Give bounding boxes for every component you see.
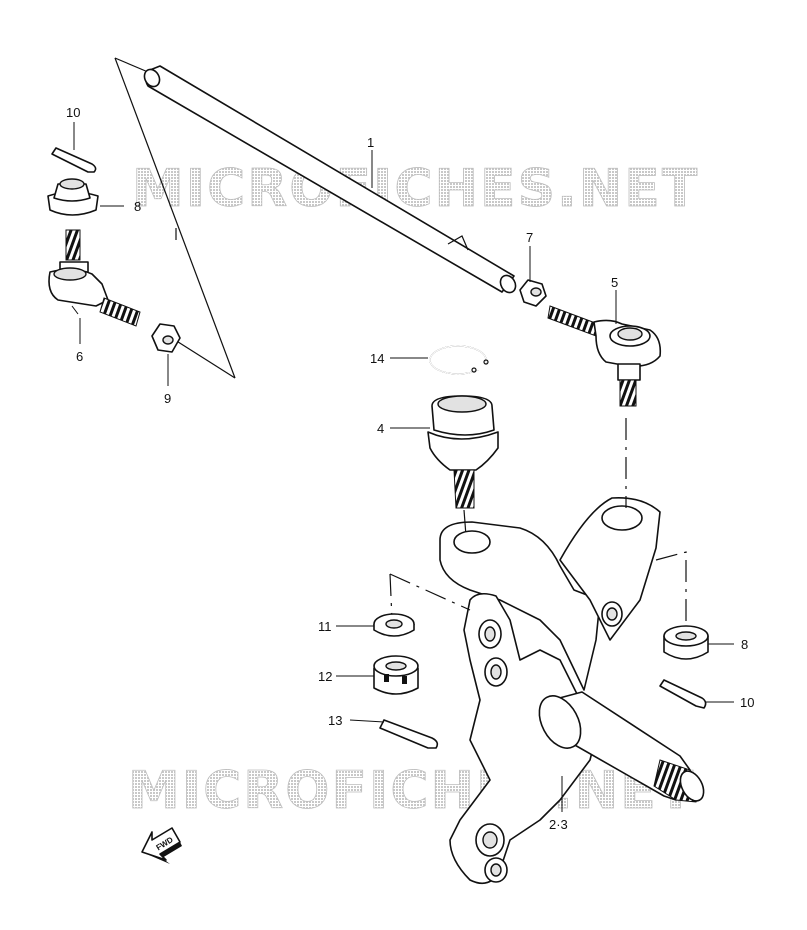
watermark-bottom: MICROFICHES.NET	[128, 761, 695, 821]
callout-5: 5	[611, 275, 618, 290]
tie-rod-end-5	[547, 305, 662, 407]
callout-11: 11	[318, 619, 332, 634]
callout-6: 6	[76, 349, 83, 364]
callout-4: 4	[377, 421, 384, 436]
cotter-pin-10-left	[51, 147, 97, 173]
callout-13: 13	[328, 713, 342, 728]
callout-7: 7	[526, 230, 533, 245]
callout-14: 14	[370, 351, 384, 366]
callout-10-left: 10	[66, 105, 80, 120]
cotter-pin-10-right	[659, 679, 707, 709]
fwd-arrow: FWD	[141, 827, 182, 864]
watermark-top: MICROFICHES.NET	[132, 159, 699, 219]
nut-9	[151, 323, 181, 353]
snap-ring-14	[429, 345, 489, 375]
callout-9: 9	[164, 391, 171, 406]
assembly-bracket	[114, 57, 236, 379]
castle-nut-12	[373, 655, 419, 695]
steering-knuckle-2-3	[439, 496, 705, 885]
callout-8-right: 8	[741, 637, 748, 652]
callout-labels: 1 2·3 4 5 6 7 8 8 9 10 10 11 12 13 14	[66, 105, 754, 832]
cotter-pin-13	[379, 719, 439, 749]
callout-10-right: 10	[740, 695, 754, 710]
callout-12: 12	[318, 669, 332, 684]
tie-rod-end-6	[48, 229, 141, 327]
callout-8-left: 8	[134, 199, 141, 214]
washer-11	[373, 613, 415, 637]
ball-joint-4	[427, 395, 499, 509]
castle-nut-8-right	[663, 625, 709, 660]
callout-2-3: 2·3	[549, 817, 568, 832]
callout-1: 1	[367, 135, 374, 150]
nut-7	[519, 279, 547, 307]
tie-rod-tube	[143, 65, 517, 294]
castle-nut-8-left	[47, 178, 99, 216]
leader-lines	[73, 122, 734, 812]
